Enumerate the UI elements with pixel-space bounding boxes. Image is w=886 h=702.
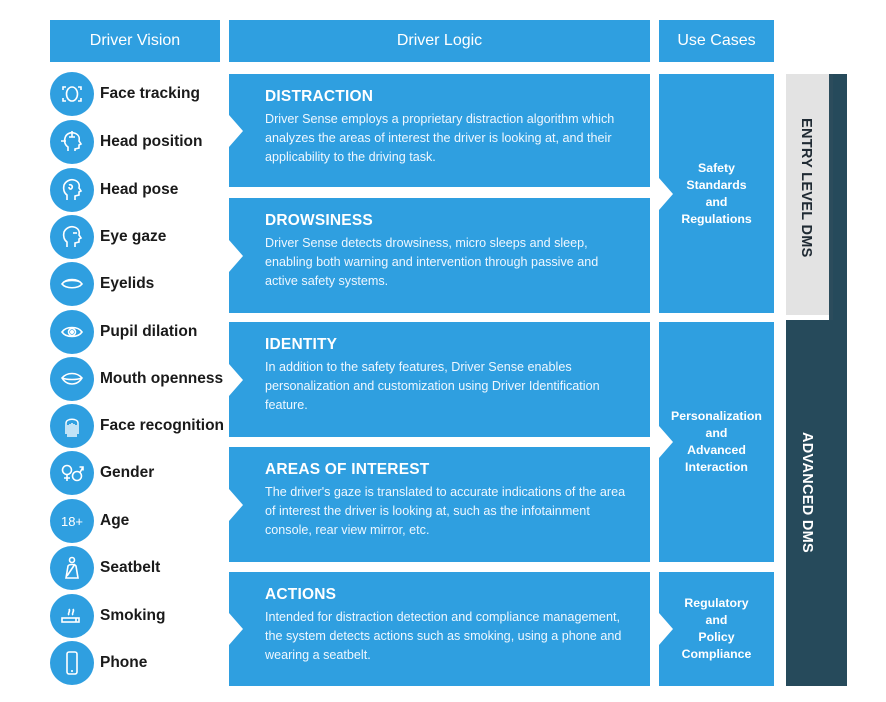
vision-item-mouth-openness: Mouth openness: [50, 357, 223, 401]
vision-item-eyelids: Eyelids: [50, 262, 154, 306]
vision-item-seatbelt: Seatbelt: [50, 546, 160, 590]
head-pose-icon: [50, 168, 94, 212]
logic-title: DISTRACTION: [265, 88, 374, 105]
vision-item-label: Age: [100, 512, 130, 529]
face-tracking-icon: [50, 72, 94, 116]
logic-box-distraction: DISTRACTION Driver Sense employs a propr…: [229, 74, 650, 187]
header-driver-vision: Driver Vision: [50, 20, 220, 62]
vision-item-head-position: Head position: [50, 120, 202, 164]
level-entry-label: ENTRY LEVEL DMS: [798, 118, 814, 258]
vision-item-label: Eye gaze: [100, 228, 167, 245]
logic-box-actions: ACTIONS Intended for distraction detecti…: [229, 572, 650, 686]
svg-text:18+: 18+: [61, 514, 83, 529]
logic-title: DROWSINESS: [265, 212, 373, 229]
logic-title: ACTIONS: [265, 586, 337, 603]
vision-item-phone: Phone: [50, 641, 147, 685]
vision-item-label: Head position: [100, 133, 203, 150]
pupil-dilation-icon: [50, 310, 94, 354]
logic-box-areas-of-interest: AREAS OF INTEREST The driver's gaze is t…: [229, 447, 650, 562]
vision-item-label: Gender: [100, 464, 155, 481]
logic-text: In addition to the safety features, Driv…: [265, 360, 600, 412]
vision-item-age: 18+ Age: [50, 499, 129, 543]
level-bar-edge: [833, 74, 847, 686]
vision-item-gender: Gender: [50, 451, 154, 495]
smoking-icon: [50, 594, 94, 638]
vision-item-label: Eyelids: [100, 275, 155, 292]
use-case-regulatory: Regulatory and Policy Compliance: [659, 572, 774, 686]
vision-item-label: Face tracking: [100, 85, 200, 102]
logic-title: AREAS OF INTEREST: [265, 461, 430, 478]
age-icon: 18+: [50, 499, 94, 543]
face-recognition-icon: [50, 404, 94, 448]
vision-item-label: Face recognition: [100, 417, 225, 434]
eye-gaze-icon: [50, 215, 94, 259]
vision-item-smoking: Smoking: [50, 594, 165, 638]
vision-item-head-pose: Head pose: [50, 168, 178, 212]
logic-text: Driver Sense detects drowsiness, micro s…: [265, 236, 599, 288]
vision-item-face-recognition: Face recognition: [50, 404, 224, 448]
vision-item-label: Mouth openness: [100, 370, 224, 387]
header-use-cases: Use Cases: [659, 20, 774, 62]
vision-item-label: Smoking: [100, 607, 166, 624]
phone-icon: [50, 641, 94, 685]
use-case-label: Personalization and Advanced Interaction: [671, 409, 762, 474]
seatbelt-icon: [50, 546, 94, 590]
header-driver-logic: Driver Logic: [229, 20, 650, 62]
logic-text: The driver's gaze is translated to accur…: [265, 485, 626, 537]
vision-item-label: Seatbelt: [100, 559, 161, 576]
level-entry-dms: ENTRY LEVEL DMS: [786, 74, 829, 315]
vision-item-face-tracking: Face tracking: [50, 72, 200, 116]
use-case-safety: Safety Standards and Regulations: [659, 74, 774, 313]
vision-item-eye-gaze: Eye gaze: [50, 215, 166, 259]
use-case-personalization: Personalization and Advanced Interaction: [659, 322, 774, 562]
vision-item-label: Head pose: [100, 181, 179, 198]
logic-box-identity: IDENTITY In addition to the safety featu…: [229, 322, 650, 437]
logic-text: Driver Sense employs a proprietary distr…: [265, 112, 615, 164]
vision-item-label: Phone: [100, 654, 148, 671]
level-advanced-dms: ADVANCED DMS: [786, 320, 833, 686]
gender-icon: [50, 451, 94, 495]
logic-text: Intended for distraction detection and c…: [265, 610, 622, 662]
head-position-icon: [50, 120, 94, 164]
level-advanced-label: ADVANCED DMS: [799, 432, 815, 553]
vision-item-label: Pupil dilation: [100, 323, 198, 340]
logic-title: IDENTITY: [265, 336, 338, 353]
eyelids-icon: [50, 262, 94, 306]
use-case-label: Regulatory and Policy Compliance: [681, 596, 752, 661]
use-case-label: Safety Standards and Regulations: [681, 160, 752, 226]
logic-box-drowsiness: DROWSINESS Driver Sense detects drowsine…: [229, 198, 650, 313]
vision-item-pupil-dilation: Pupil dilation: [50, 310, 197, 354]
level-entry-border: [829, 74, 833, 320]
mouth-openness-icon: [50, 357, 94, 401]
